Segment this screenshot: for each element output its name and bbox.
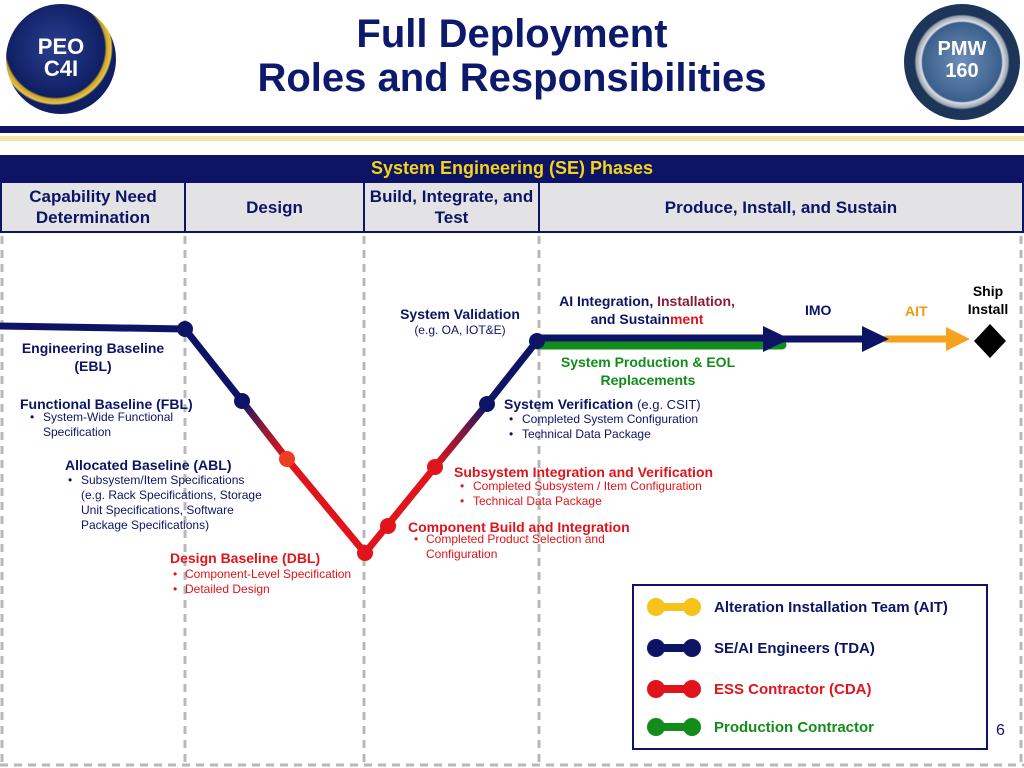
legend-item-production: Production Contractor xyxy=(646,716,874,738)
sver-note: (e.g. CSIT) xyxy=(637,397,701,412)
ebl-line xyxy=(0,322,189,333)
legend-item-cda: ESS Contractor (CDA) xyxy=(646,678,872,700)
right-upper-line xyxy=(483,337,541,408)
sver-bullets: •Completed System Configuration •Technic… xyxy=(509,412,699,441)
legend-swatch-ait xyxy=(647,598,701,616)
ai-label: AI Integration, Installation, and Sustai… xyxy=(559,293,735,327)
arrow-head-ait xyxy=(946,327,970,351)
imo-label: IMO xyxy=(805,302,832,318)
node-abl xyxy=(279,451,295,467)
title-line1: Full Deployment xyxy=(356,12,668,56)
legend-item-tda: SE/AI Engineers (TDA) xyxy=(646,637,875,659)
logo-right-line1: PMW xyxy=(937,38,987,60)
cbi-bullet: • Completed Product Selection and Config… xyxy=(414,532,605,561)
phase-build: Build, Integrate, and Test xyxy=(363,181,540,233)
left-lower-line xyxy=(283,455,369,557)
legend-label-production: Production Contractor xyxy=(714,718,874,736)
node-dbl xyxy=(357,545,373,561)
logo-right-line2: 160 xyxy=(945,60,979,82)
abl-label: Allocated Baseline (ABL) xyxy=(65,457,232,473)
production-label: System Production & EOL Replacements xyxy=(560,354,736,388)
dbl-label: Design Baseline (DBL) xyxy=(170,550,321,566)
node-siv xyxy=(427,459,443,475)
ship-diamond xyxy=(974,324,1006,358)
logo-left-line1: PEO xyxy=(37,34,85,59)
right-mid-line xyxy=(431,400,491,471)
fbl-bullet: • System-Wide Functional Specification xyxy=(30,410,174,439)
right-lower-line xyxy=(361,463,439,557)
node-ebl xyxy=(177,321,193,337)
peo-c4i-logo: PEO C4I xyxy=(6,4,116,114)
logo-left-line2: C4I xyxy=(43,56,79,81)
legend-swatch-production xyxy=(647,718,701,736)
abl-bullet: • Subsystem/Item Specifications (e.g. Ra… xyxy=(68,473,262,532)
title-line2: Roles and Responsibilities xyxy=(257,56,767,100)
pmw-160-logo: PMW 160 xyxy=(904,4,1020,120)
phase-produce: Produce, Install, and Sustain xyxy=(538,181,1024,233)
siv-label: Subsystem Integration and Verification xyxy=(454,464,714,480)
legend: Alteration Installation Team (AIT) SE/AI… xyxy=(632,584,988,750)
phase-design: Design xyxy=(184,181,365,233)
sval-label: System Validation (e.g. OA, IOT&E) xyxy=(388,306,532,338)
sver-label: System Verification (e.g. CSIT) xyxy=(504,395,701,414)
legend-swatch-tda xyxy=(647,639,701,657)
node-sval xyxy=(529,333,545,349)
page-title: Full Deployment Roles and Responsibiliti… xyxy=(170,12,854,100)
sval-title: System Validation xyxy=(400,306,520,322)
siv-bullets: •Completed Subsystem / Item Configuratio… xyxy=(460,479,702,508)
cbi-label: Component Build and Integration xyxy=(408,519,630,535)
legend-item-ait: Alteration Installation Team (AIT) xyxy=(646,596,948,618)
legend-label-tda: SE/AI Engineers (TDA) xyxy=(714,639,875,657)
node-cbi xyxy=(380,518,396,534)
fbl-label: Functional Baseline (FBL) xyxy=(20,396,193,412)
phases-banner: System Engineering (SE) Phases xyxy=(0,155,1024,181)
ait-label: AIT xyxy=(905,303,928,319)
dbl-bullets: •Component-Level Specification •Detailed… xyxy=(173,567,352,596)
node-fbl xyxy=(234,393,250,409)
phase-capability: Capability Need Determination xyxy=(0,181,186,233)
header-rule-gold xyxy=(0,136,1024,141)
header-rule-navy xyxy=(0,126,1024,133)
legend-label-ait: Alteration Installation Team (AIT) xyxy=(714,598,948,616)
sver-title: System Verification xyxy=(504,396,634,412)
arrow-head-ai xyxy=(763,326,790,352)
left-upper-line xyxy=(181,325,246,405)
ebl-label: Engineering Baseline (EBL) xyxy=(21,340,165,374)
ship-install-label: Ship Install xyxy=(967,283,1009,317)
arrow-head-imo xyxy=(862,326,889,352)
legend-swatch-cda xyxy=(647,680,701,698)
left-mid-line xyxy=(238,397,291,463)
legend-label-cda: ESS Contractor (CDA) xyxy=(714,680,872,698)
page-number: 6 xyxy=(996,722,1005,739)
node-sver xyxy=(479,396,495,412)
sval-note: (e.g. OA, IOT&E) xyxy=(414,323,506,337)
